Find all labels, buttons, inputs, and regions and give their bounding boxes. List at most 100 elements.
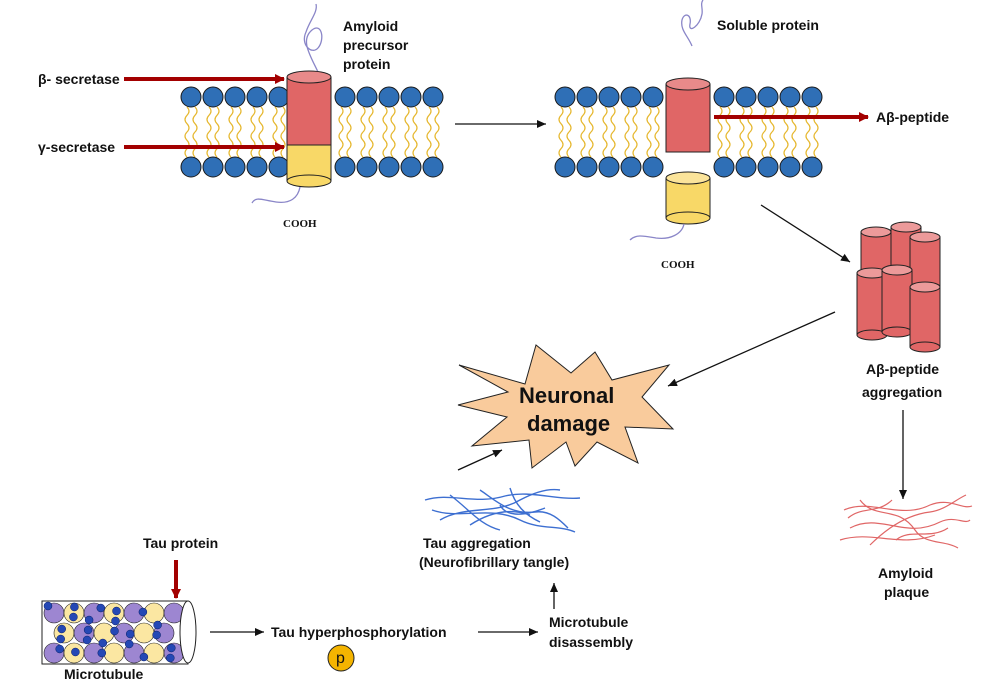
soluble-protein-strand xyxy=(681,0,704,47)
lipid-head xyxy=(268,86,290,108)
lipid-head xyxy=(422,86,444,108)
lipid-tail xyxy=(566,106,572,158)
lipid-head xyxy=(801,156,823,178)
abeta-cylinder-top xyxy=(890,221,922,233)
lipid-tail xyxy=(717,106,723,158)
tau-hyperphosphorylation-label: Tau hyperphosphorylation xyxy=(271,624,447,640)
left-membrane xyxy=(180,3,444,204)
lipid-tail xyxy=(258,106,264,158)
lipid-head xyxy=(246,86,268,108)
amyloid-plaque-label-line1: Amyloid xyxy=(878,565,933,581)
lipid-heads xyxy=(180,86,444,178)
lipid-tail xyxy=(184,106,190,158)
tau-bead xyxy=(152,630,161,640)
neuronal-damage-burst xyxy=(457,344,675,469)
app-cooh-strand xyxy=(251,186,301,204)
tau-bead xyxy=(167,643,176,653)
lipid-head xyxy=(779,156,801,178)
tau-bead xyxy=(110,626,119,636)
tau-bead xyxy=(84,615,94,625)
aggregation-to-damage-arrow xyxy=(667,311,836,387)
lipid-heads xyxy=(554,86,823,178)
lipid-head xyxy=(180,86,202,108)
abeta-cylinder-top xyxy=(881,264,913,276)
lipid-tail xyxy=(382,106,388,158)
tau-aggregation-label-line2: (Neurofibrillary tangle) xyxy=(419,554,569,570)
phosphate-symbol: p xyxy=(336,650,345,667)
lipid-tail xyxy=(558,106,564,158)
tau-bead xyxy=(83,625,93,635)
lipid-tail xyxy=(588,106,594,158)
lipid-head xyxy=(334,86,356,108)
gamma-secretase-label: γ-secretase xyxy=(38,139,115,155)
tau-bead xyxy=(97,648,107,658)
lipid-head xyxy=(554,156,576,178)
lipid-head xyxy=(642,156,664,178)
lipid-tail xyxy=(791,106,797,158)
lipid-tail xyxy=(360,106,366,158)
lipid-head xyxy=(713,86,735,108)
lipid-head xyxy=(224,156,246,178)
right-membrane xyxy=(554,0,823,241)
lipid-head xyxy=(620,86,642,108)
lipid-head xyxy=(735,86,757,108)
tau-bead xyxy=(111,616,120,626)
tubulin-subunit xyxy=(103,642,125,664)
tau-bead xyxy=(55,644,64,654)
aicd-cooh-strand xyxy=(629,223,685,241)
lipid-head xyxy=(642,86,664,108)
tau-bead xyxy=(153,620,162,630)
lipid-head xyxy=(224,86,246,108)
lipid-tail xyxy=(404,106,410,158)
lipid-tail xyxy=(783,106,789,158)
lipid-tail xyxy=(280,106,286,158)
tau-bead xyxy=(166,653,175,663)
lipid-tail xyxy=(632,106,638,158)
tau-bead xyxy=(138,607,148,617)
lipid-head xyxy=(246,156,268,178)
to-aggregation-arrow xyxy=(760,204,851,263)
microtubule-disassembly-line1: Microtubule xyxy=(549,614,629,630)
lipid-tail xyxy=(434,106,440,158)
lipid-tail xyxy=(426,106,432,158)
lipid-head xyxy=(576,86,598,108)
lipid-head xyxy=(598,156,620,178)
tau-bead xyxy=(82,635,92,645)
tubulin-subunit xyxy=(143,642,165,664)
lipid-tails xyxy=(184,106,440,158)
lipid-tail xyxy=(368,106,374,158)
tau-bead xyxy=(112,606,121,616)
lipid-head xyxy=(757,156,779,178)
tau-bead xyxy=(70,602,79,612)
app-red-segment xyxy=(286,70,332,146)
lipid-head xyxy=(400,156,422,178)
abeta-peptide-label: Aβ-peptide xyxy=(876,109,949,125)
abeta-cylinder-top xyxy=(860,226,892,238)
abeta-in-membrane xyxy=(665,77,711,153)
neurofibrillary-tangle xyxy=(424,487,581,533)
neuronal-damage-line2: damage xyxy=(527,411,610,436)
tau-bead xyxy=(71,647,80,657)
aicd-fragment xyxy=(665,171,711,225)
tau-bead xyxy=(43,601,53,611)
lipid-tail xyxy=(813,106,819,158)
lipid-tail xyxy=(228,106,234,158)
tau-bead xyxy=(139,652,149,662)
lipid-tail xyxy=(192,106,198,158)
lipid-head xyxy=(400,86,422,108)
lipid-head xyxy=(779,86,801,108)
tau-bead xyxy=(69,612,78,622)
lipid-tail xyxy=(412,106,418,158)
beta-secretase-label: β- secretase xyxy=(38,71,120,87)
microtubule-label: Microtubule xyxy=(64,666,144,682)
abeta-aggregation-label-line2: aggregation xyxy=(862,384,942,400)
lipid-head xyxy=(554,86,576,108)
app-label-line2: precursor xyxy=(343,37,409,53)
tau-protein-label: Tau protein xyxy=(143,535,218,551)
lipid-tail xyxy=(654,106,660,158)
lipid-tail xyxy=(272,106,278,158)
abeta-cylinder-top xyxy=(909,281,941,293)
tau-aggregation-label-line1: Tau aggregation xyxy=(423,535,531,551)
lipid-head xyxy=(180,156,202,178)
